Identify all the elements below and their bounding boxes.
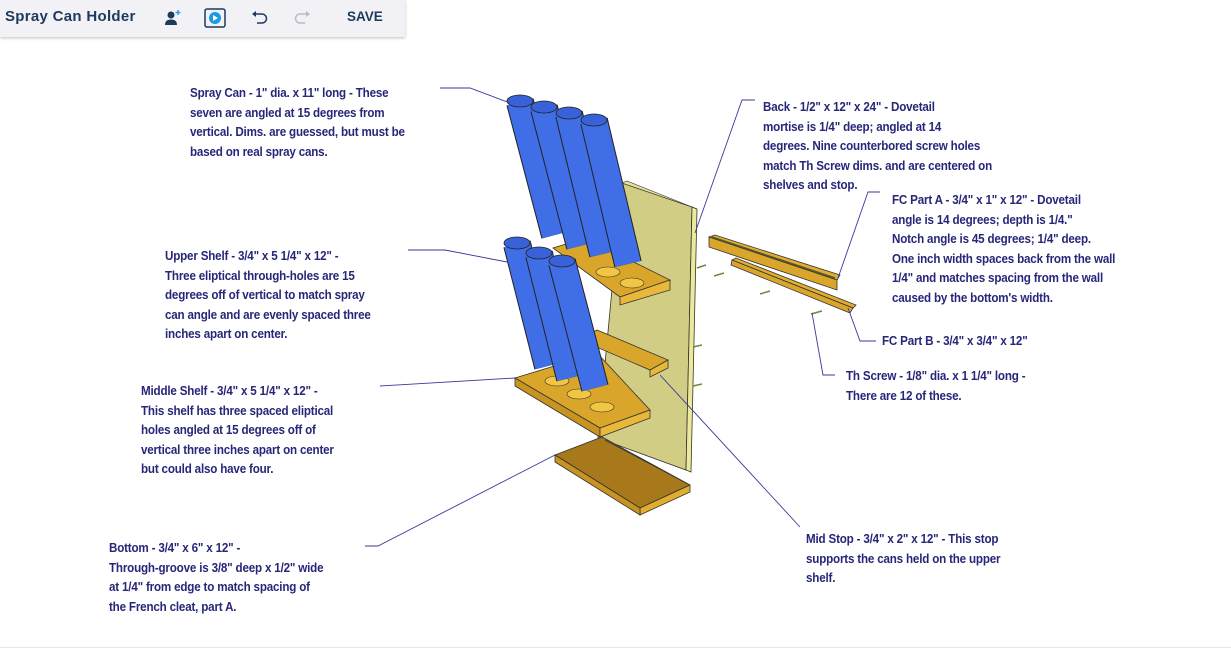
annotation-fc-part-a: FC Part A - 3/4" x 1" x 12" - Dovetail a… <box>892 193 1116 305</box>
annotation-mid-stop: Mid Stop - 3/4" x 2" x 12" - This stop s… <box>806 532 1001 586</box>
fc-part-a <box>707 234 841 291</box>
upper-spray-cans <box>506 94 642 268</box>
undo-icon[interactable] <box>250 6 270 30</box>
fc-part-b <box>730 257 857 314</box>
redo-icon[interactable] <box>292 6 312 30</box>
leader-lines <box>365 87 880 547</box>
annotation-back: Back - 1/2" x 12" x 24" - Dovetail morti… <box>763 100 993 193</box>
toolbar: Spray Can Holder SAVE <box>0 0 405 37</box>
present-play-icon[interactable] <box>204 6 226 30</box>
annotation-fc-part-b: FC Part B - 3/4" x 3/4" x 12" <box>882 334 1028 348</box>
viewport-bottom-border <box>0 647 1231 648</box>
bottom-board <box>554 436 691 516</box>
annotation-upper-shelf: Upper Shelf - 3/4" x 5 1/4" x 12" - Thre… <box>165 249 371 342</box>
add-user-icon[interactable] <box>163 6 183 30</box>
annotation-middle-shelf: Middle Shelf - 3/4" x 5 1/4" x 12" - Thi… <box>141 384 334 477</box>
lower-spray-cans <box>503 236 609 392</box>
save-button[interactable]: SAVE <box>347 9 383 24</box>
annotation-bottom: Bottom - 3/4" x 6" x 12" - Through-groov… <box>109 541 324 614</box>
upper-shelf <box>552 237 672 306</box>
annotation-spray-can: Spray Can - 1" dia. x 11" long - These s… <box>190 86 405 159</box>
document-title: Spray Can Holder <box>5 8 136 25</box>
annotation-th-screw: Th Screw - 1/8" dia. x 1 1/4" long - The… <box>846 369 1026 403</box>
screws <box>692 264 823 387</box>
